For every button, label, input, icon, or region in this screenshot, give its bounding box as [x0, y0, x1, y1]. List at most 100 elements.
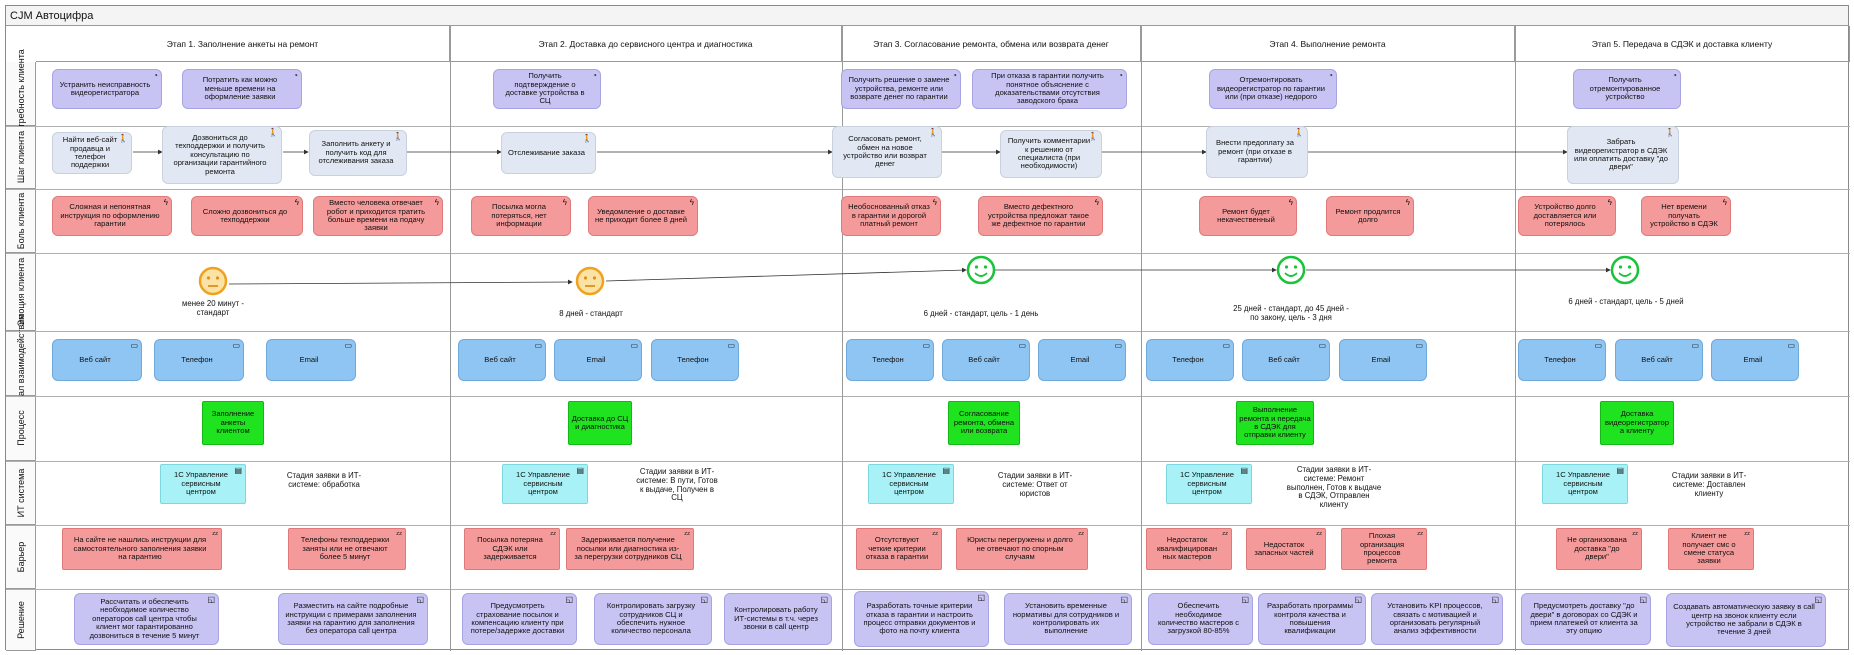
- channel-card[interactable]: Веб сайт▭: [458, 339, 546, 381]
- channel-card[interactable]: Веб сайт▭: [942, 339, 1030, 381]
- happy-face-icon: [1610, 255, 1640, 285]
- it-system-card[interactable]: 1С Управление сервисным центром▤: [160, 464, 246, 504]
- solution-card[interactable]: Предусмотреть страхование посылок и комп…: [462, 593, 577, 645]
- channel-card[interactable]: Email▭: [554, 339, 642, 381]
- process-card[interactable]: Доставка до СЦ и диагностика: [568, 401, 632, 445]
- pain-card[interactable]: Вместо дефектного устройства предложат т…: [978, 196, 1103, 236]
- process-card[interactable]: Заполнение анкеты клиентом: [202, 401, 264, 445]
- channel-card[interactable]: Телефон▭: [1518, 339, 1606, 381]
- channel-card[interactable]: Телефон▭: [846, 339, 934, 381]
- channel-card[interactable]: Email▭: [1711, 339, 1799, 381]
- pain-card[interactable]: Сложная и непонятная инструкция по оформ…: [52, 196, 172, 236]
- it-system-card[interactable]: 1С Управление сервисным центром▤: [1166, 464, 1252, 504]
- device-icon: ▭: [232, 341, 240, 350]
- need-card[interactable]: Отремонтировать видеорегистратор по гара…: [1209, 69, 1337, 109]
- channel-card[interactable]: Email▭: [266, 339, 356, 381]
- it-system-card[interactable]: 1С Управление сервисным центром▤: [502, 464, 588, 504]
- step-card[interactable]: Внести предоплату за ремонт (при отказе …: [1206, 126, 1308, 178]
- step-text: Найти веб-сайт продавца и телефон поддер…: [62, 135, 118, 170]
- solution-card[interactable]: Установить KPI процессов, связать с моти…: [1371, 593, 1503, 645]
- solution-card[interactable]: Рассчитать и обеспечить необходимое коли…: [74, 593, 219, 645]
- need-card[interactable]: Получить подтверждение о доставке устрой…: [493, 69, 601, 109]
- process-card[interactable]: Согласование ремонта, обмена или возврат…: [948, 401, 1020, 445]
- user-search-icon: ◔: [952, 71, 957, 80]
- barrier-text: Отсутствуют четкие критерии отказа в гар…: [865, 535, 929, 562]
- channel-card[interactable]: Email▭: [1339, 339, 1427, 381]
- zzz-icon: ᶻᶻ: [1078, 530, 1084, 539]
- device-icon: ▭: [1222, 341, 1230, 350]
- step-card[interactable]: Отслеживание заказа🚶: [501, 132, 596, 174]
- solution-card[interactable]: Создавать автоматическую заявку в call ц…: [1666, 593, 1826, 647]
- channel-card[interactable]: Телефон▭: [651, 339, 739, 381]
- need-text: Получить решение о замене устройства, ре…: [848, 75, 950, 102]
- step-card[interactable]: Получить комментарии к решению от специа…: [1000, 130, 1102, 178]
- solution-text: Установить временные нормативы для сотру…: [1012, 601, 1120, 636]
- pain-card[interactable]: Вместо человека отвечает робот и приходи…: [313, 196, 443, 236]
- pain-card[interactable]: Устройство долго доставляется или потеря…: [1518, 196, 1616, 236]
- need-card[interactable]: Получить решение о замене устройства, ре…: [841, 69, 961, 109]
- it-system-text: 1С Управление сервисным центром: [1179, 470, 1235, 497]
- solution-card[interactable]: Разработать программы контроля качества …: [1258, 593, 1366, 645]
- channel-card[interactable]: Веб сайт▭: [1615, 339, 1703, 381]
- it-system-card[interactable]: 1С Управление сервисным центром▤: [868, 464, 954, 504]
- need-text: Отремонтировать видеорегистратор по гара…: [1217, 75, 1325, 102]
- need-text: Получить подтверждение о доставке устрой…: [505, 71, 585, 106]
- pain-card[interactable]: Посылка могла потеряться, нет информации…: [471, 196, 571, 236]
- pain-card[interactable]: Необоснованный отказ в гарантии и дорого…: [841, 196, 941, 236]
- lane-divider: [6, 396, 1850, 397]
- barrier-card[interactable]: Клиент не получает смс о смене статуса з…: [1668, 528, 1754, 570]
- solution-card[interactable]: Разработать точные критерии отказа в гар…: [854, 591, 989, 647]
- barrier-card[interactable]: Юристы перегружены и долго не отвечают п…: [956, 528, 1088, 570]
- solution-card[interactable]: Контролировать работу ИТ-системы в т.ч. …: [724, 593, 832, 645]
- device-icon: ▭: [1691, 341, 1699, 350]
- step-card[interactable]: Согласовать ремонт, обмен на новое устро…: [832, 126, 942, 178]
- happy-face-icon: [966, 255, 996, 285]
- emotion-label: 25 дней - стандарт, до 45 дней - по зако…: [1233, 304, 1349, 322]
- it-system-text: 1С Управление сервисным центром: [515, 470, 571, 497]
- pain-card[interactable]: Уведомление о доставке не приходит более…: [588, 196, 698, 236]
- channel-card[interactable]: Веб сайт▭: [1242, 339, 1330, 381]
- process-card[interactable]: Доставка видеорегистратор а клиенту: [1600, 401, 1674, 445]
- channel-card[interactable]: Телефон▭: [1146, 339, 1234, 381]
- it-system-text: 1С Управление сервисным центром: [173, 470, 229, 497]
- channel-card[interactable]: Телефон▭: [154, 339, 244, 381]
- need-card[interactable]: При отказа в гарантии получить понятное …: [972, 69, 1127, 109]
- need-card[interactable]: Получить отремонтированное устройство◔: [1573, 69, 1681, 109]
- channel-card[interactable]: Email▭: [1038, 339, 1126, 381]
- need-card[interactable]: Устранить неисправность видеорегистратор…: [52, 69, 162, 109]
- zzz-icon: ᶻᶻ: [1222, 530, 1228, 539]
- step-text: Забрать видеорегистратор в СДЭК или опла…: [1574, 137, 1668, 172]
- need-card[interactable]: Потратить как можно меньше времени на оф…: [182, 69, 302, 109]
- process-card[interactable]: Выполнение ремонта и передача в СДЭК для…: [1236, 401, 1314, 445]
- solution-card[interactable]: Обеспечить необходимое количество мастер…: [1148, 593, 1253, 645]
- solution-card[interactable]: Контролировать загрузку сотрудников СЦ и…: [594, 593, 712, 645]
- barrier-card[interactable]: Телефоны техподдержки заняты или не отве…: [288, 528, 406, 570]
- barrier-card[interactable]: Не организована доставка "до двери"ᶻᶻ: [1556, 528, 1642, 570]
- channel-card[interactable]: Веб сайт▭: [52, 339, 142, 381]
- solution-card[interactable]: Предусмотреть доставку "до двери" в дого…: [1521, 593, 1651, 645]
- barrier-text: Посылка потеряна СДЭК или задерживается: [477, 535, 543, 562]
- step-card[interactable]: Заполнить анкету и получить код для отсл…: [309, 130, 407, 176]
- barrier-card[interactable]: На сайте не нашлись инструкции для самос…: [62, 528, 222, 570]
- barrier-card[interactable]: Задерживается получение посылки или диаг…: [566, 528, 694, 570]
- it-system-card[interactable]: 1С Управление сервисным центром▤: [1542, 464, 1628, 504]
- step-card[interactable]: Найти веб-сайт продавца и телефон поддер…: [52, 132, 132, 174]
- step-card[interactable]: Дозвониться до техподдержки и получить к…: [162, 126, 282, 184]
- lightning-icon: ϟ: [1722, 198, 1727, 207]
- solution-card[interactable]: Разместить на сайте подробные инструкции…: [278, 593, 428, 645]
- device-icon: ▭: [630, 341, 638, 350]
- step-card[interactable]: Забрать видеорегистратор в СДЭК или опла…: [1567, 126, 1679, 184]
- solution-card[interactable]: Установить временные нормативы для сотру…: [1004, 593, 1132, 645]
- device-icon: ▭: [1318, 341, 1326, 350]
- lane-divider: [6, 331, 1850, 332]
- barrier-card[interactable]: Отсутствуют четкие критерии отказа в гар…: [856, 528, 942, 570]
- channel-text: Email: [1070, 354, 1090, 364]
